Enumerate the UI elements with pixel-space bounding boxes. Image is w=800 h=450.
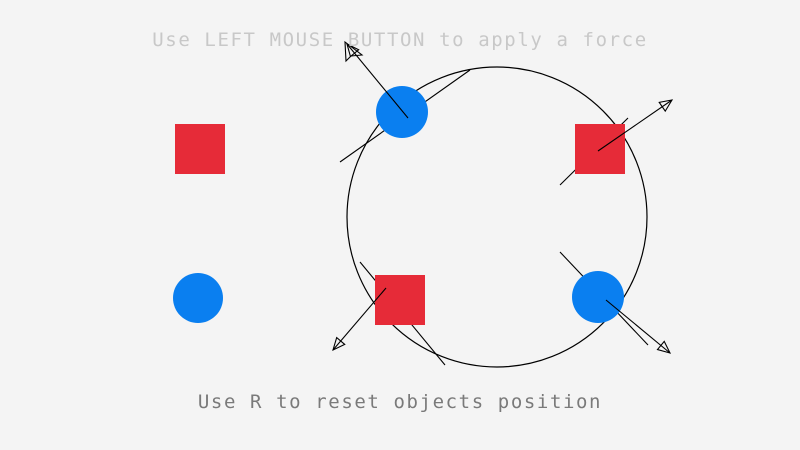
- mouse-cursor-icon: [344, 40, 364, 63]
- force-square-top-right-head: [658, 99, 674, 113]
- force-circle-bottom-right-shaft: [605, 299, 671, 354]
- force-circle-bottom-right-head: [656, 340, 672, 354]
- constraint-ring-group: [346, 66, 648, 368]
- force-vectors-group: [332, 42, 674, 354]
- constraint-ring: [346, 66, 648, 368]
- circle-top-mid[interactable]: [376, 86, 428, 138]
- force-circle-bottom-right: [605, 299, 672, 354]
- force-circle-top-mid-shaft: [346, 43, 409, 119]
- force-square-top-right: [597, 99, 674, 152]
- mouse-cursor-group: [344, 40, 364, 63]
- circle-bottom-right[interactable]: [572, 271, 624, 323]
- hint-text-reset-objects: Use R to reset objects position: [197, 391, 603, 413]
- force-circle-top-mid: [346, 42, 409, 119]
- force-square-top-right-shaft: [597, 99, 673, 152]
- square-top-left[interactable]: [175, 124, 225, 174]
- force-square-bottom-mid-shaft: [332, 287, 387, 351]
- force-square-bottom-mid: [332, 287, 387, 352]
- force-circle-top-mid-head: [346, 42, 360, 58]
- circle-bottom-left[interactable]: [173, 273, 223, 323]
- square-bottom-mid[interactable]: [375, 275, 425, 325]
- force-square-bottom-mid-head: [332, 336, 346, 352]
- physics-bodies-group[interactable]: [173, 86, 625, 325]
- hint-text-apply-force: Use LEFT MOUSE BUTTON to apply a force: [152, 29, 648, 51]
